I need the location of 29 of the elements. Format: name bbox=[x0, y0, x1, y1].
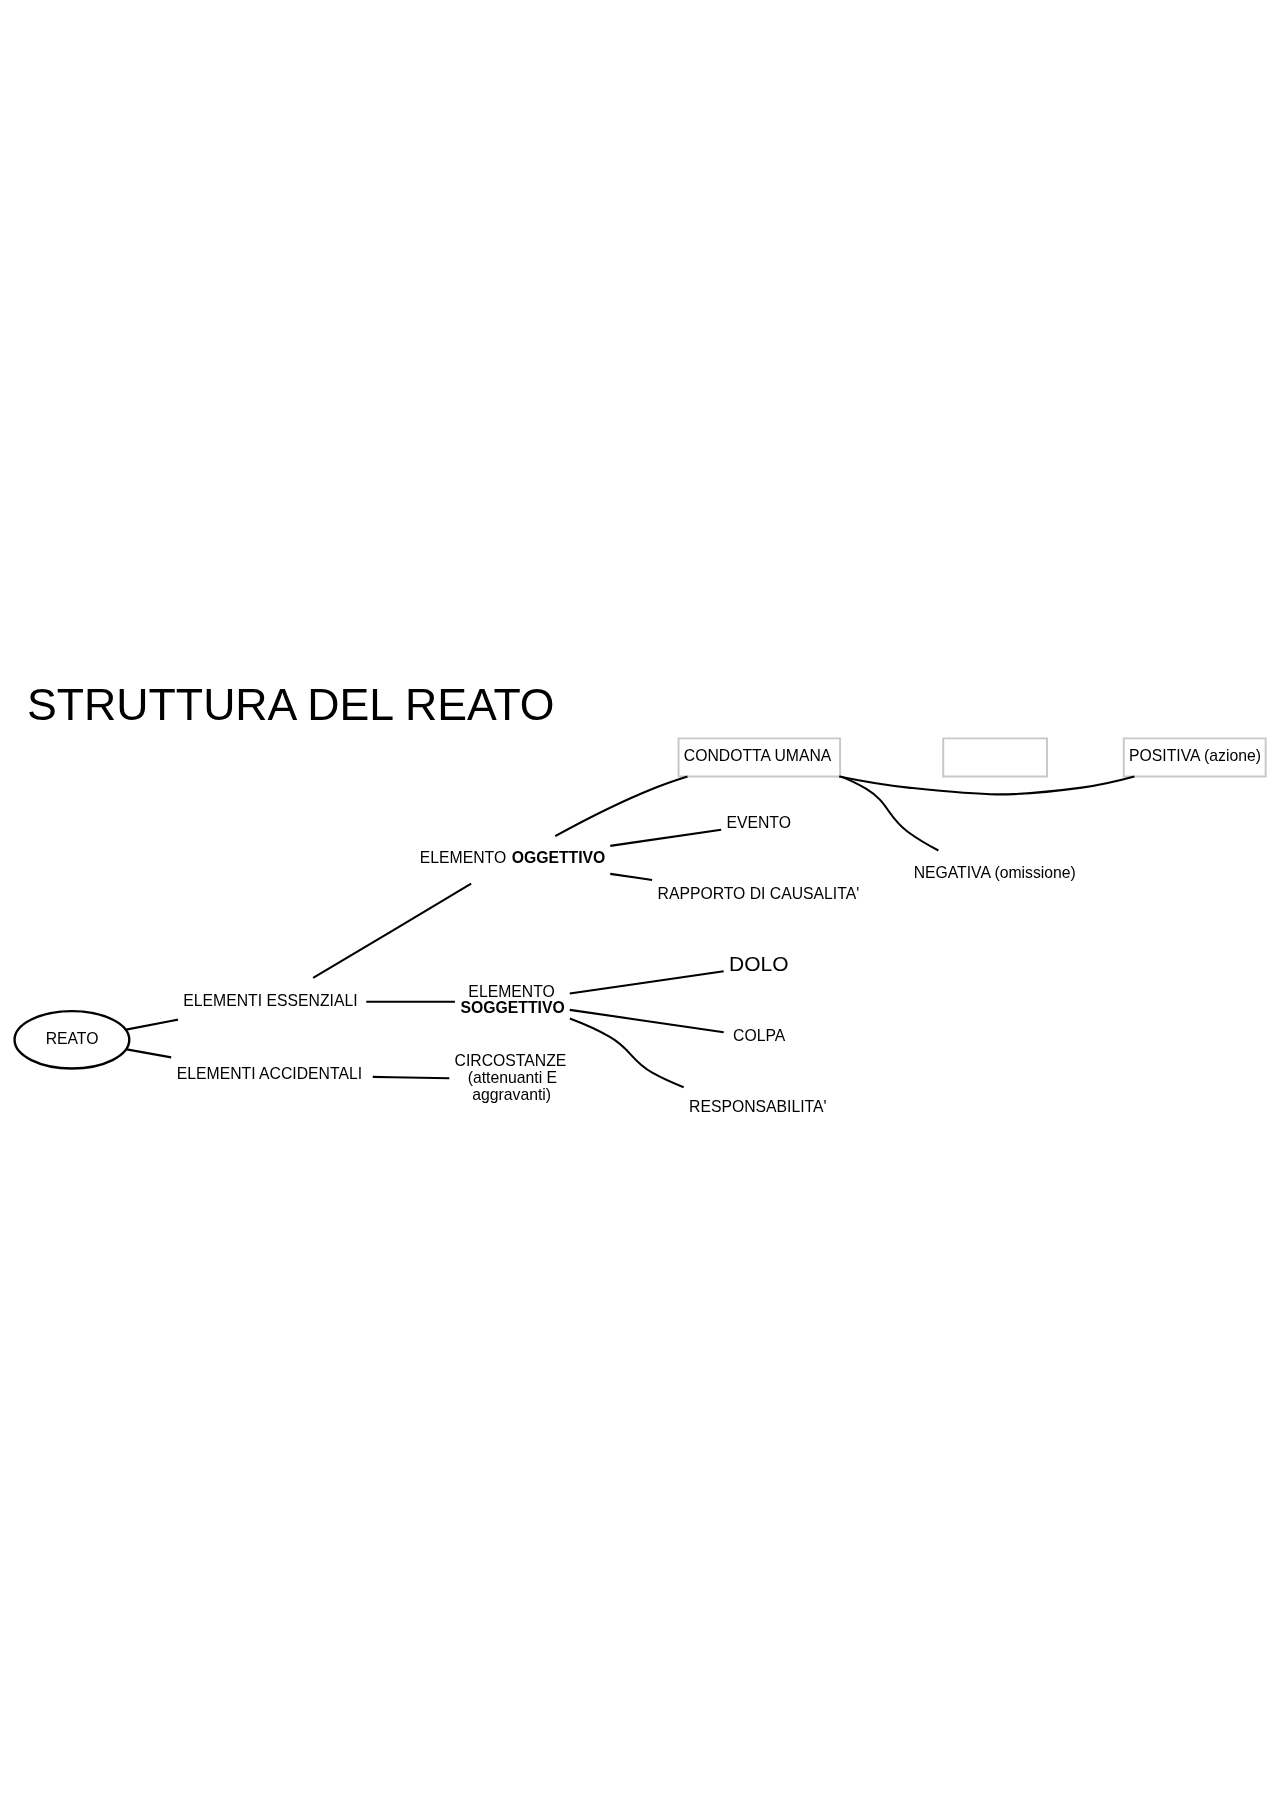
node-text: ELEMENTI ESSENZIALI bbox=[183, 991, 358, 1009]
connector bbox=[569, 1008, 724, 1034]
node-text: CIRCOSTANZE (attenuanti E aggravanti) bbox=[454, 1052, 567, 1104]
node-text: ELEMENTI ACCIDENTALI bbox=[176, 1065, 363, 1083]
connector bbox=[569, 970, 724, 995]
connector bbox=[840, 775, 939, 852]
connector bbox=[610, 828, 722, 847]
node-box: CONDOTTA UMANA bbox=[677, 737, 842, 778]
node-text: ELEMENTO SOGGETTIVO bbox=[460, 983, 565, 1017]
node-box: POSITIVA (azione) bbox=[1122, 737, 1267, 778]
node-text: EVENTO bbox=[726, 814, 791, 832]
node-text: RAPPORTO DI CAUSALITA' bbox=[657, 885, 860, 903]
node-text: DOLO bbox=[729, 952, 789, 976]
connector bbox=[372, 1075, 450, 1080]
node-text: RESPONSABILITA' bbox=[689, 1098, 827, 1116]
connector bbox=[838, 775, 1135, 796]
connector bbox=[554, 775, 688, 837]
connector bbox=[125, 1018, 179, 1031]
connector bbox=[126, 1048, 172, 1059]
connector bbox=[366, 1000, 455, 1003]
connector bbox=[312, 882, 472, 979]
node-ellipse: REATO bbox=[13, 1009, 131, 1070]
node-box bbox=[942, 737, 1048, 778]
node-text: COLPA bbox=[733, 1027, 786, 1045]
node-text: NEGATIVA (omissione) bbox=[913, 864, 1076, 882]
connector bbox=[569, 1017, 685, 1089]
diagram-title: STRUTTURA DEL REATO bbox=[27, 680, 555, 730]
connector bbox=[610, 872, 653, 881]
node-text: ELEMENTO OGGETTIVO bbox=[419, 848, 606, 866]
